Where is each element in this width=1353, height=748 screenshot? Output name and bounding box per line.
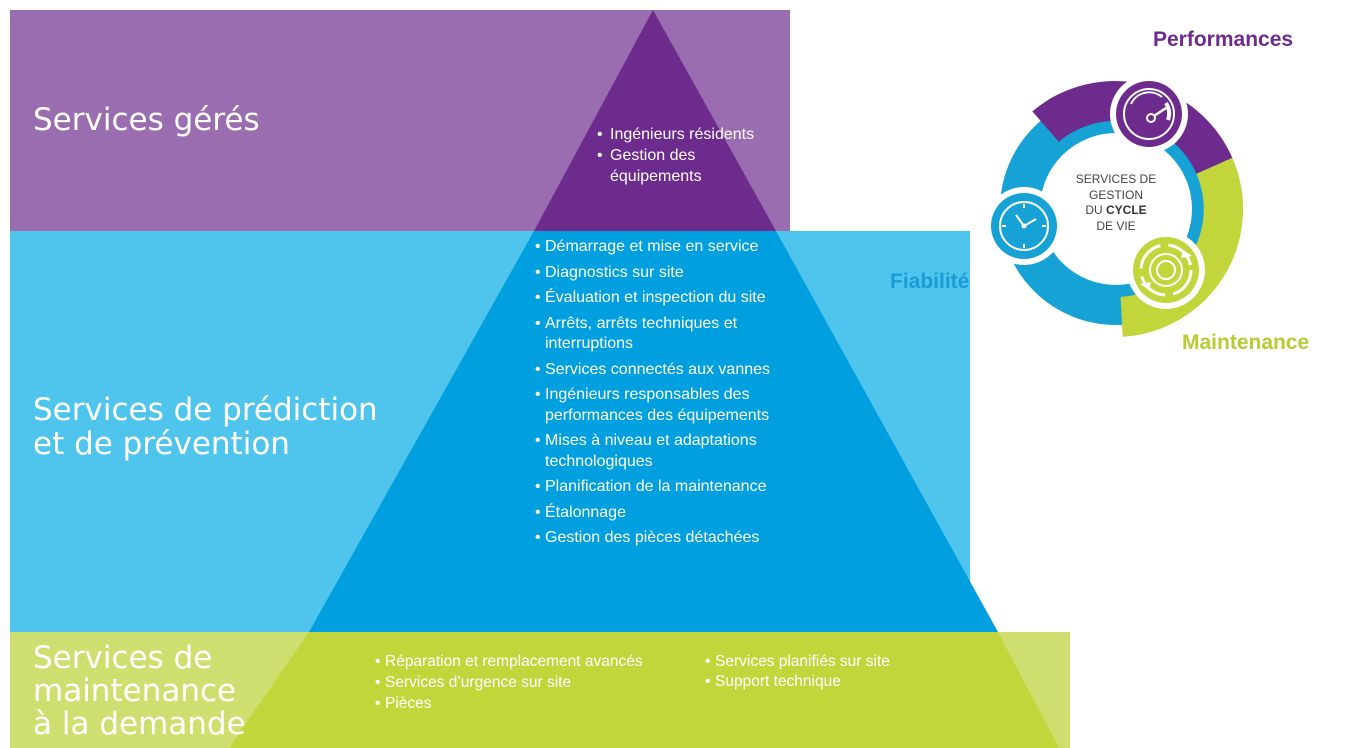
- predictive-items-list: Démarrage et mise en service Diagnostics…: [535, 237, 835, 549]
- list-item: Démarrage et mise en service: [535, 237, 760, 258]
- list-item: Diagnostics sur site: [535, 263, 835, 284]
- list-item: Réparation et remplacement avancés: [375, 652, 665, 672]
- on-demand-title-line-1: Services de: [33, 640, 213, 676]
- list-item: Pièces: [375, 694, 665, 714]
- list-item: Support technique: [705, 672, 965, 692]
- center-line-3-prefix: DU: [1085, 203, 1103, 217]
- managed-items-list: Ingénieurs résidents Gestion des équipem…: [597, 124, 767, 187]
- list-item: Services connectés aux vannes: [535, 360, 835, 381]
- on-demand-items-left: Réparation et remplacement avancés Servi…: [375, 652, 665, 714]
- center-line-2: GESTION: [1088, 187, 1143, 202]
- list-item: Gestion des équipements: [597, 145, 767, 187]
- list-item: Étalonnage: [535, 503, 835, 524]
- on-demand-title-line-2: maintenance: [33, 673, 237, 709]
- list-item: Ingénieurs résidents: [597, 124, 767, 145]
- label-reliability: Fiabilité: [890, 270, 970, 293]
- label-performance: Performances: [1153, 28, 1294, 51]
- list-item: Planification de la maintenance: [535, 477, 835, 498]
- center-line-1: SERVICES DE: [1075, 172, 1157, 186]
- list-item: Services d’urgence sur site: [375, 673, 665, 693]
- lifecycle-center-text: SERVICES DE GESTION DU CYCLE DE VIE: [1060, 172, 1172, 234]
- on-demand-items-right: Services planifiés sur site Support tech…: [705, 652, 965, 692]
- list-item: Évaluation et inspection du site: [535, 288, 835, 309]
- list-item: Ingénieurs responsables des performances…: [535, 385, 835, 426]
- center-line-3-bold: CYCLE: [1106, 203, 1147, 217]
- predictive-title-line-2: et de prévention: [33, 426, 290, 462]
- center-line-3: DU CYCLE: [1060, 203, 1172, 219]
- on-demand-title-line-3: à la demande: [33, 706, 246, 742]
- predictive-services-title: Services de prédiction et de prévention: [33, 393, 378, 461]
- list-item: Services planifiés sur site: [705, 652, 965, 672]
- gauge-icon: [1110, 75, 1188, 153]
- on-demand-services-title: Services de maintenance à la demande: [33, 642, 246, 741]
- list-item: Gestion des pièces détachées: [535, 528, 835, 549]
- center-line-4: DE VIE: [1096, 218, 1136, 233]
- label-maintenance: Maintenance: [1182, 331, 1310, 354]
- managed-services-title: Services gérés: [33, 102, 260, 138]
- predictive-title-line-1: Services de prédiction: [33, 392, 378, 428]
- cycle-arrows-icon: [1127, 231, 1205, 309]
- list-item: Arrêts, arrêts techniques et interruptio…: [535, 314, 780, 355]
- clock-icon: [985, 187, 1063, 265]
- list-item: Mises à niveau et adaptations technologi…: [535, 431, 815, 472]
